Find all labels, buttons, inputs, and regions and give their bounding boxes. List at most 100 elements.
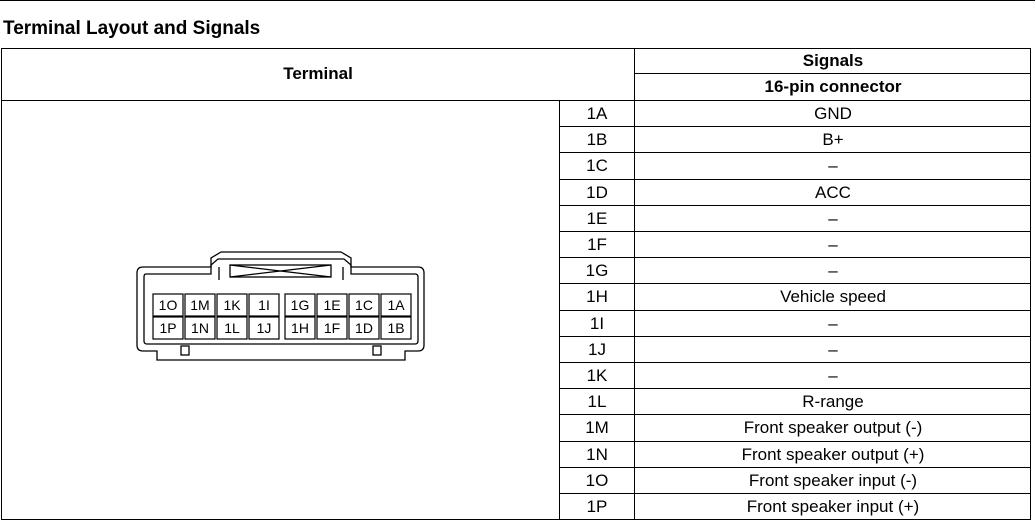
- table-row: 1G –: [560, 258, 1031, 284]
- pin-cell: 1F: [587, 235, 607, 254]
- row-divider: [560, 466, 1031, 468]
- pin-cell: 1P: [586, 497, 608, 516]
- row-divider: [560, 414, 1031, 416]
- pin-cell: 1M: [585, 418, 609, 438]
- table-row: 1N Front speaker output (+): [560, 442, 1031, 468]
- signal-cell: Front speaker output (-): [743, 418, 923, 438]
- row-divider: [560, 283, 1031, 285]
- connector-pin-label: 1L: [224, 320, 240, 336]
- signal-cell: –: [828, 208, 838, 228]
- connector-pin-label: 1P: [159, 320, 176, 336]
- pin-cell: 1K: [586, 366, 608, 385]
- pin-cell: 1D: [586, 182, 608, 202]
- signal-cell: Front speaker input (+): [746, 497, 920, 516]
- row-divider: [560, 362, 1031, 363]
- connector-pin: 1B: [380, 316, 412, 340]
- connector-pin-label: 1E: [323, 297, 340, 313]
- pin-cell: 1E: [586, 208, 608, 228]
- signal-cell: Front speaker input (-): [748, 470, 918, 490]
- pin-cell: 1J: [588, 339, 606, 359]
- header-bottom-rule: [1, 100, 1031, 101]
- header-divider: [635, 73, 1031, 74]
- signal-cell: –: [828, 339, 838, 359]
- pin-cell: 1N: [586, 444, 608, 464]
- connector-pin-label: 1F: [324, 320, 340, 336]
- connector-pin: 1L: [216, 316, 248, 340]
- pin-cell: 1H: [586, 287, 608, 307]
- row-divider: [560, 152, 1031, 154]
- page-title: Terminal Layout and Signals: [3, 18, 261, 39]
- connector-pin: 1O: [152, 293, 184, 317]
- connector-pin-label: 1H: [291, 320, 309, 336]
- pin-cell: 1B: [586, 130, 608, 150]
- signal-cell: Vehicle speed: [780, 287, 886, 307]
- pin-cell: 1I: [589, 313, 605, 333]
- table-row: 1M Front speaker output (-): [560, 415, 1031, 441]
- header-signals: Signals: [802, 51, 864, 70]
- signal-cell: –: [828, 156, 838, 176]
- table-row: 1D ACC: [560, 180, 1031, 206]
- connector-pin: 1D: [348, 316, 380, 340]
- connector-pin-label: 1I: [258, 297, 270, 313]
- signal-cell: ACC: [815, 182, 851, 202]
- connector-pin: 1G: [284, 293, 316, 317]
- signal-cell: –: [828, 366, 838, 385]
- signal-cell: GND: [814, 104, 852, 123]
- row-divider: [560, 231, 1031, 232]
- connector-pin-label: 1B: [387, 320, 404, 336]
- connector-pin-label: 1D: [355, 320, 373, 336]
- connector-pin-label: 1C: [355, 297, 373, 313]
- connector-pins: 1O 1M 1K 1I 1G 1E 1C 1A 1P 1N 1L 1J 1H 1F 1D 1B: [152, 293, 412, 340]
- pin-cell: 1G: [585, 261, 609, 281]
- table-row: 1L R-range: [560, 389, 1031, 415]
- header-16-pin-connector: 16-pin connector: [764, 77, 902, 96]
- row-divider: [560, 309, 1031, 311]
- connector-pin: 1F: [316, 316, 348, 340]
- connector-pin: 1N: [184, 316, 216, 340]
- row-divider: [560, 388, 1031, 390]
- pin-cell: 1A: [586, 104, 608, 123]
- signal-cell: B+: [822, 130, 844, 150]
- row-divider: [560, 335, 1031, 337]
- row-divider: [560, 440, 1031, 442]
- table-row: 1J –: [560, 337, 1031, 363]
- connector-pin: 1M: [184, 293, 216, 317]
- table-row: 1K –: [560, 363, 1031, 389]
- connector-pin-label: 1A: [387, 297, 405, 313]
- connector-pin: 1J: [248, 316, 280, 340]
- pin-cell: 1L: [587, 392, 607, 412]
- table-row: 1P Front speaker input (+): [560, 494, 1031, 520]
- signal-cell: –: [828, 235, 838, 254]
- connector-pin: 1A: [380, 293, 412, 317]
- header-terminal: Terminal: [283, 64, 353, 83]
- table-row: 1A GND: [560, 101, 1031, 127]
- signal-cell: –: [828, 313, 838, 333]
- top-rule: [0, 0, 1035, 1]
- row-divider: [560, 204, 1031, 206]
- connector-housing: [136, 251, 425, 361]
- connector-pin-label: 1M: [190, 297, 209, 313]
- row-divider: [560, 126, 1031, 128]
- table-row: 1H Vehicle speed: [560, 284, 1031, 310]
- signal-cell: –: [828, 261, 838, 281]
- row-divider: [560, 493, 1031, 494]
- row-divider: [560, 178, 1031, 180]
- pin-cell: 1C: [586, 156, 608, 176]
- table-row: 1F –: [560, 232, 1031, 258]
- col-divider-pin: [559, 100, 560, 520]
- connector-pin: 1P: [152, 316, 184, 340]
- table-row: 1B B+: [560, 127, 1031, 153]
- connector-pin-label: 1G: [291, 297, 310, 313]
- connector-pin: 1E: [316, 293, 348, 317]
- table-row: 1C –: [560, 153, 1031, 179]
- table-row: 1E –: [560, 206, 1031, 232]
- connector-pin-label: 1N: [191, 320, 209, 336]
- connector-diagram: 1O 1M 1K 1I 1G 1E 1C 1A 1P 1N 1L 1J 1H 1F 1D 1B: [136, 251, 425, 361]
- row-divider: [560, 257, 1031, 259]
- table-row: 1I –: [560, 311, 1031, 337]
- signal-cell: R-range: [802, 392, 864, 412]
- connector-pin: 1C: [348, 293, 380, 317]
- signal-cell: Front speaker output (+): [741, 444, 925, 464]
- connector-pin-label: 1K: [223, 297, 241, 313]
- connector-pin-label: 1J: [257, 320, 272, 336]
